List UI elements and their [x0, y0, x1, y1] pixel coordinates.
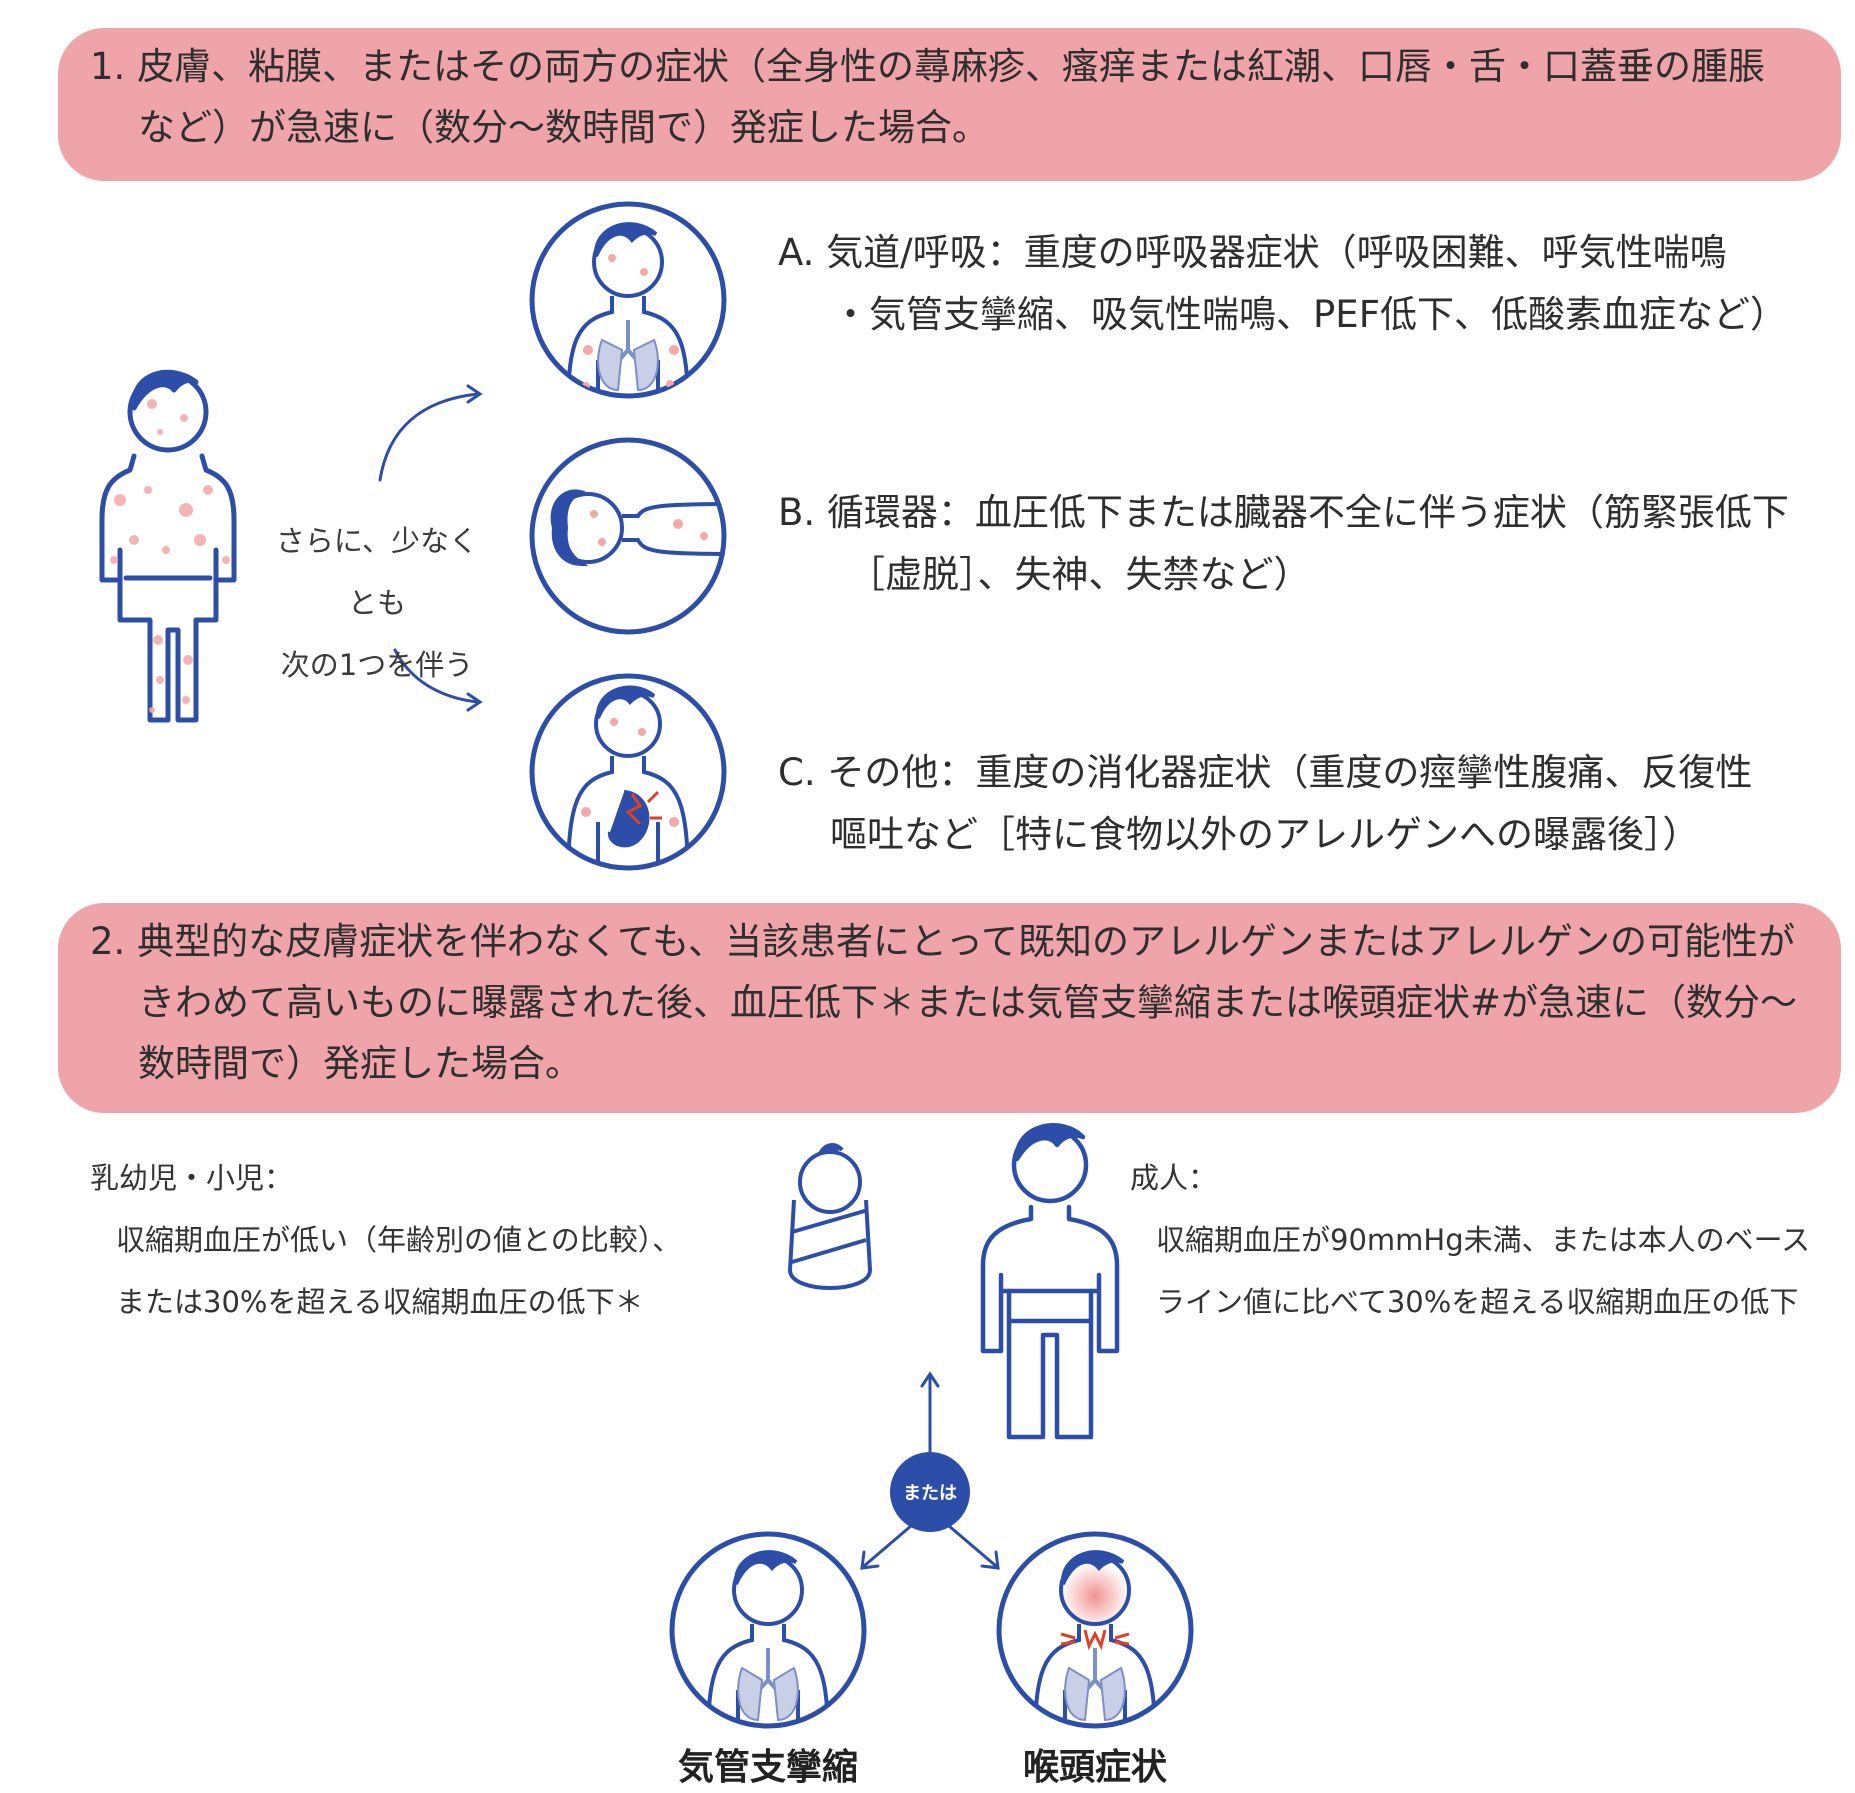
adults-line-2: ライン値に比べて30%を超える収縮期血圧の低下 [1156, 1285, 1799, 1319]
children-line-2: または30%を超える収縮期血圧の低下＊ [116, 1285, 644, 1319]
criterion-a: A. 気道/呼吸：重度の呼吸器症状（呼吸困難、呼気性喘鳴 ・気管支攣縮、吸気性喘… [778, 222, 1787, 346]
or-badge: または [890, 1452, 970, 1532]
criterion-2-line-2: きわめて高いものに曝露された後、血圧低下＊または気管支攣縮または喉頭症状#が急速… [138, 981, 1797, 1024]
laryngeal-circle-icon [996, 1531, 1194, 1729]
criterion-c-line-2: 嘔吐など［特に食物以外のアレルゲンへの曝露後］） [830, 813, 1700, 856]
criterion-c-line-1: C. その他：重度の消化器症状（重度の痙攣性腹痛、反復性 [778, 751, 1753, 794]
criterion-2-banner: 2. 典型的な皮膚症状を伴わなくても、当該患者にとって既知のアレルゲンまたはアレ… [58, 903, 1841, 1113]
caption-bronchospasm: 気管支攣縮 [677, 1747, 858, 1788]
criterion-b-line-2: ［虚脱］、失神、失禁など） [848, 553, 1311, 596]
criterion-1-line-1: 1. 皮膚、粘膜、またはその両方の症状（全身性の蕁麻疹、瘙痒または紅潮、口唇・舌… [90, 45, 1766, 88]
adult-figure-icon [980, 1123, 1120, 1440]
children-line-1: 収縮期血圧が低い（年齢別の値との比較）、 [116, 1223, 682, 1257]
circulatory-circle-icon [529, 437, 727, 635]
bronchospasm-circle-icon [669, 1531, 867, 1729]
connector-line-2: 次の1つを伴う [280, 648, 474, 682]
criterion-a-line-2: ・気管支攣縮、吸気性喘鳴、PEF低下、低酸素血症など） [832, 293, 1787, 336]
connector-label: さらに、少なくとも 次の1つを伴う [262, 510, 492, 696]
branch-arrows-icon [378, 384, 483, 712]
criterion-1-line-2: など）が急速に（数分～数時間で）発症した場合。 [138, 106, 989, 149]
rash-child-figure-icon [99, 369, 237, 723]
criterion-b: B. 循環器：血圧低下または臓器不全に伴う症状（筋緊張低下 ［虚脱］、失神、失禁… [778, 482, 1789, 606]
children-heading: 乳幼児・小児： [90, 1161, 294, 1195]
criterion-1-banner: 1. 皮膚、粘膜、またはその両方の症状（全身性の蕁麻疹、瘙痒または紅潮、口唇・舌… [58, 28, 1841, 181]
or-branch-arrows-icon [860, 1371, 1000, 1570]
adults-heading: 成人： [1130, 1161, 1218, 1195]
criterion-c: C. その他：重度の消化器症状（重度の痙攣性腹痛、反復性 嘔吐など［特に食物以外… [778, 742, 1752, 866]
respiratory-circle-icon [529, 201, 727, 399]
swaddled-baby-icon [788, 1143, 872, 1290]
criterion-a-line-1: A. 気道/呼吸：重度の呼吸器症状（呼吸困難、呼気性喘鳴 [778, 231, 1727, 274]
connector-line-1: さらに、少なくとも [275, 524, 479, 620]
criterion-b-line-1: B. 循環器：血圧低下または臓器不全に伴う症状（筋緊張低下 [778, 491, 1789, 534]
digestive-circle-icon [529, 673, 727, 871]
criterion-2-line-3: 数時間で）発症した場合。 [138, 1042, 582, 1085]
or-badge-label: または [903, 1483, 957, 1504]
criterion-2-line-1: 2. 典型的な皮膚症状を伴わなくても、当該患者にとって既知のアレルゲンまたはアレ… [90, 920, 1796, 963]
adults-line-1: 収縮期血圧が90mmHg未満、または本人のベース [1156, 1223, 1811, 1257]
caption-laryngeal: 喉頭症状 [1022, 1747, 1167, 1788]
